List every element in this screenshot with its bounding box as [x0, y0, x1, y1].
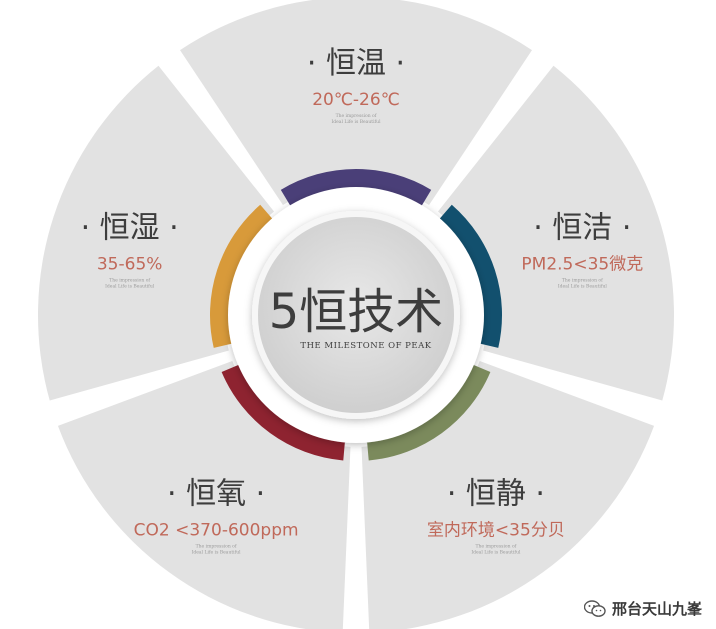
ring-arc-clean [437, 204, 502, 348]
ring-arc-humidity [210, 204, 275, 348]
segment-tagline-1-quiet: The impression of [475, 544, 516, 550]
segment-value-temperature: 20℃-26℃ [312, 90, 400, 110]
segment-tagline-1-clean: The impression of [562, 277, 603, 283]
segment-value-oxygen: CO2 <370-600ppm [134, 521, 299, 541]
wechat-icon [583, 599, 606, 618]
segment-tagline-1-oxygen: The impression of [196, 544, 237, 550]
segment-title-quiet: · 恒静 · [447, 477, 545, 512]
segment-value-clean: PM2.5<35微克 [521, 254, 643, 274]
segment-value-humidity: 35-65% [97, 254, 163, 274]
segment-title-oxygen: · 恒氧 · [167, 477, 265, 512]
segment-title-temperature: · 恒温 · [307, 46, 405, 81]
segment-tagline-1-humidity: The impression of [109, 277, 150, 283]
watermark-text: 邢台天山九峯 [611, 600, 702, 618]
center-title: 5恒技术 [269, 284, 444, 340]
watermark: 邢台天山九峯 [583, 598, 702, 619]
segment-tagline-2-quiet: Ideal Life is Beautiful [471, 550, 521, 556]
sector-temperature [180, 0, 532, 206]
segment-title-humidity: · 恒湿 · [81, 210, 179, 245]
segment-tagline-2-oxygen: Ideal Life is Beautiful [192, 550, 242, 556]
segment-title-clean: · 恒洁 · [533, 210, 631, 245]
segment-tagline-2-temperature: Ideal Life is Beautiful [331, 119, 381, 125]
center-subtitle: THE MILESTONE OF PEAK [300, 341, 431, 351]
segment-tagline-2-clean: Ideal Life is Beautiful [558, 283, 608, 289]
center-face [258, 217, 454, 413]
segment-tagline-2-humidity: Ideal Life is Beautiful [105, 283, 155, 289]
segment-value-quiet: 室内环境<35分贝 [427, 521, 565, 541]
segment-tagline-1-temperature: The impression of [336, 113, 377, 119]
center-disc: 5恒技术 THE MILESTONE OF PEAK [228, 187, 484, 443]
